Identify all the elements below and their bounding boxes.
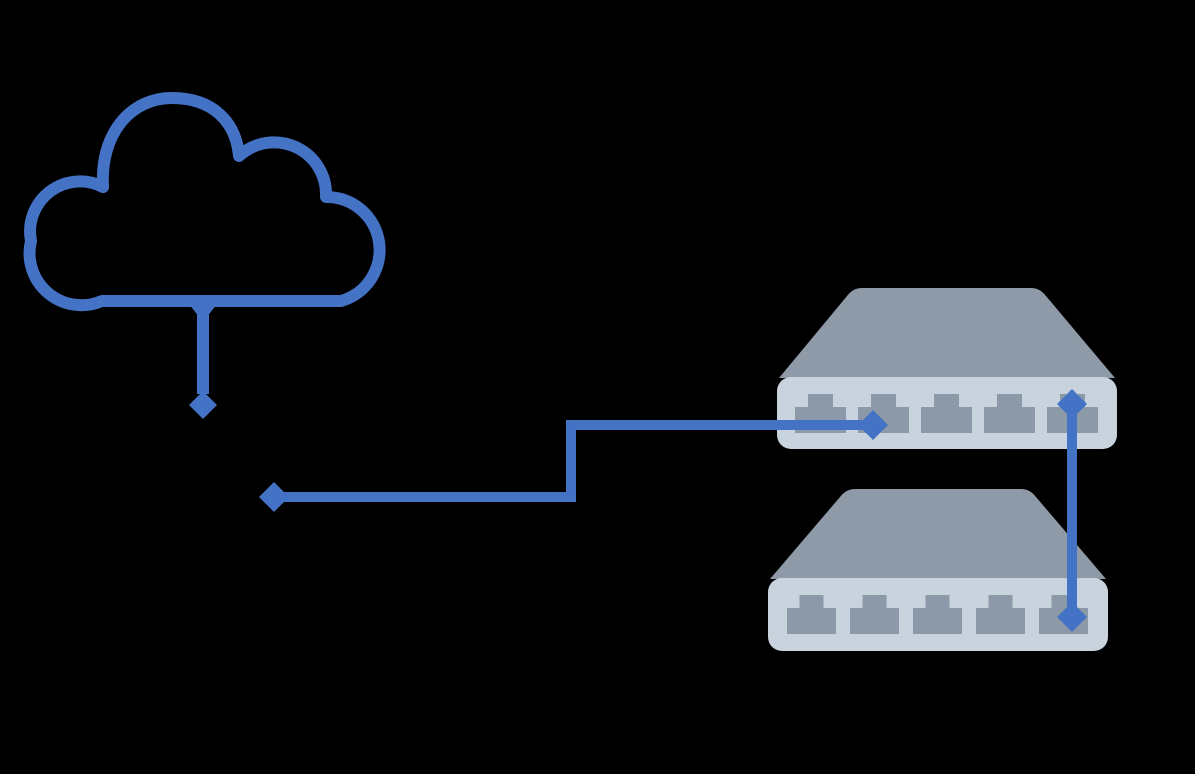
cloud-outline-icon xyxy=(23,92,386,312)
internet-cloud xyxy=(23,92,386,312)
switch-port-3-icon xyxy=(921,394,972,433)
connector-diamond-icon xyxy=(1057,602,1087,632)
connectors xyxy=(189,303,1087,632)
switch-port-2-icon xyxy=(850,595,899,634)
switch-top-face xyxy=(770,489,1106,579)
connector-diamond-icon xyxy=(259,482,289,512)
switch-to-switch-connector xyxy=(1057,389,1087,632)
cloud-drop-connector xyxy=(189,303,217,419)
switch-bottom xyxy=(768,489,1108,651)
connector-line xyxy=(274,420,873,502)
switch-port-4-icon xyxy=(984,394,1035,433)
switch-top-face xyxy=(779,288,1115,378)
switch-port-4-icon xyxy=(976,595,1025,634)
lan-to-switch-top-connector xyxy=(259,410,888,512)
connector-diamond-icon xyxy=(189,391,217,419)
switch-port-3-icon xyxy=(913,595,962,634)
connector-diamond-icon xyxy=(858,410,888,440)
connector-diamond-icon xyxy=(1057,389,1087,419)
switch-port-1-icon xyxy=(787,595,836,634)
